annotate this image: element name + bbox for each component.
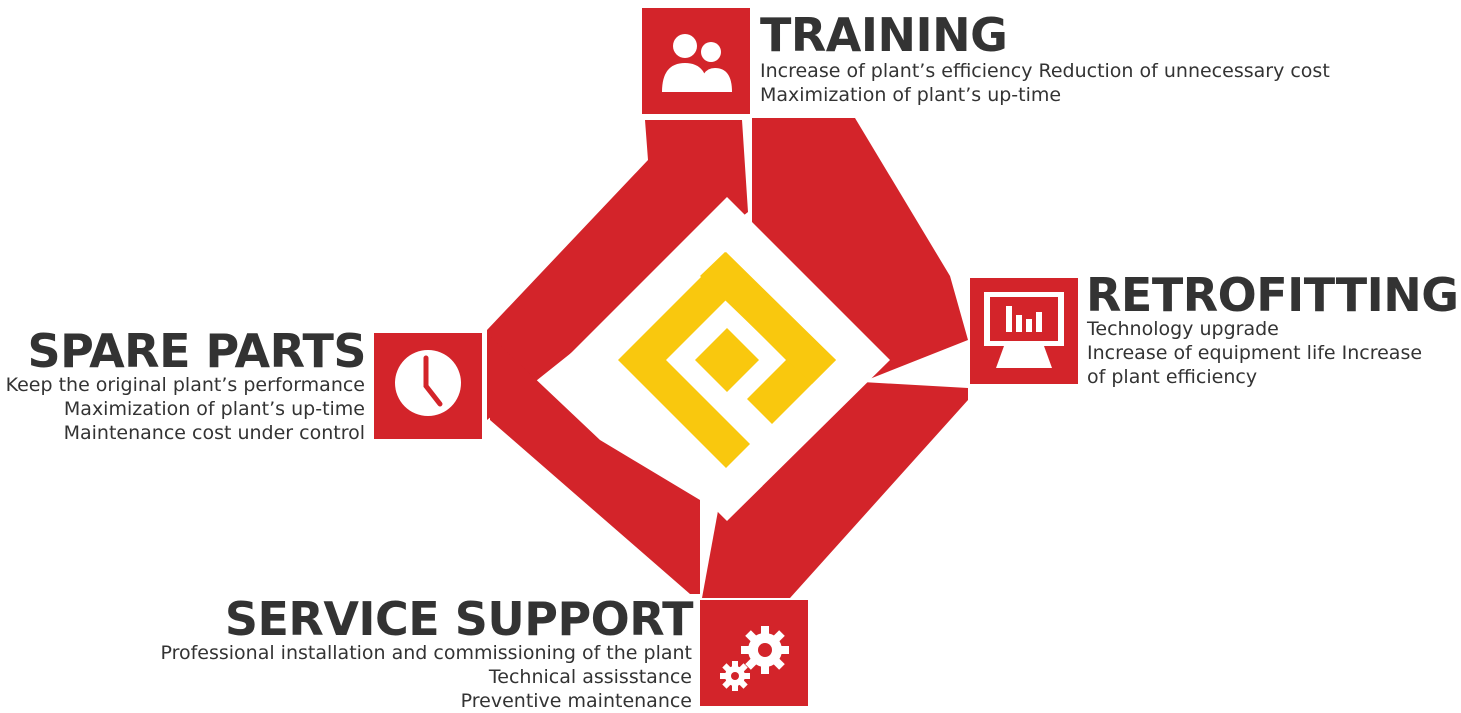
- service-support-description: Professional installation and commission…: [160, 641, 692, 713]
- spare-parts-line-1: Keep the original plant’s performance: [5, 374, 365, 396]
- training-icon-box: [642, 8, 750, 114]
- spare-parts-description: Keep the original plant’s performance Ma…: [6, 373, 365, 445]
- training-line-2: Maximization of plant’s up-time: [760, 84, 1062, 106]
- service-support-line-3: Preventive maintenance: [460, 690, 692, 712]
- gears-icon: [720, 626, 789, 691]
- arrow-training-to-retrofitting: [752, 118, 968, 382]
- arrow-service-to-spare: [490, 336, 700, 594]
- training-description: Increase of plant’s efficiency Reduction…: [760, 59, 1330, 107]
- logo-outer-shape: [618, 252, 836, 468]
- spare-parts-line-2: Maximization of plant’s up-time: [63, 398, 365, 420]
- training-title: TRAINING: [760, 8, 1008, 62]
- retrofitting-line-2: Increase of equipment life Increase: [1087, 342, 1423, 364]
- retrofitting-box: [970, 278, 1078, 384]
- spare-parts-title: SPARE PARTS: [27, 324, 366, 378]
- service-support-box: [700, 600, 808, 706]
- service-support-title: SERVICE SUPPORT: [224, 592, 694, 646]
- training-box: [642, 8, 750, 114]
- logo-inner-diamond: [695, 328, 759, 392]
- retrofitting-description: Technology upgrade Increase of equipment…: [1087, 317, 1422, 389]
- service-support-line-2: Technical assisstance: [488, 666, 692, 688]
- training-line-1: Increase of plant’s efficiency Reduction…: [760, 60, 1330, 82]
- retrofitting-line-3: of plant efficiency: [1087, 366, 1258, 388]
- cycle-arrows: [487, 118, 968, 598]
- arrow-retrofitting-to-service: [702, 382, 968, 598]
- retrofitting-line-1: Technology upgrade: [1087, 318, 1279, 340]
- center-logo: [564, 197, 890, 521]
- spare-parts-box: [374, 333, 482, 439]
- monitor-chart-icon: [984, 292, 1064, 368]
- users-icon: [662, 34, 732, 92]
- diamond-logo-icon: [618, 252, 836, 468]
- spare-parts-line-3: Maintenance cost under control: [63, 422, 365, 444]
- logo-right-bar: [700, 252, 836, 384]
- service-support-line-1: Professional installation and commission…: [160, 642, 692, 664]
- retrofitting-title: RETROFITTING: [1086, 268, 1459, 322]
- arrow-spare-to-training: [487, 120, 748, 420]
- clock-icon: [395, 350, 461, 416]
